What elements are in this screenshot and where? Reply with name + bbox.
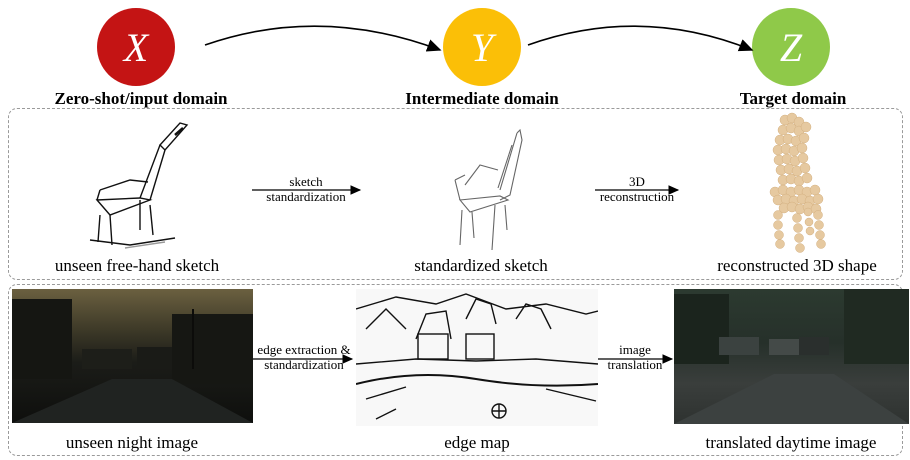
reconstructed-3d-shape-caption: reconstructed 3D shape: [717, 256, 877, 275]
night-image: [12, 289, 253, 423]
standardized-sketch-caption: standardized sketch: [414, 256, 548, 275]
arrow-y-to-z: [527, 25, 754, 52]
daytime-image: [674, 289, 909, 424]
domain-x-circle: X: [97, 8, 175, 86]
arrow-x-to-y: [204, 25, 442, 52]
freehand-sketch-caption: unseen free-hand sketch: [54, 256, 220, 275]
edge-map-caption: edge map: [444, 433, 510, 452]
domain-z-circle: Z: [752, 8, 830, 86]
daytime-image-caption: translated daytime image: [705, 433, 877, 452]
domain-y-label: Intermediate domain: [405, 89, 559, 108]
edge-extraction-label: edge extraction &standardization: [257, 342, 351, 372]
sketch-panel: [8, 108, 903, 280]
night-image-caption: unseen night image: [65, 433, 199, 452]
edge-map-image: [356, 289, 598, 426]
domain-z-label: Target domain: [739, 89, 847, 108]
domain-y-circle: Y: [443, 8, 521, 86]
domain-x-label: Zero-shot/input domain: [54, 89, 228, 108]
